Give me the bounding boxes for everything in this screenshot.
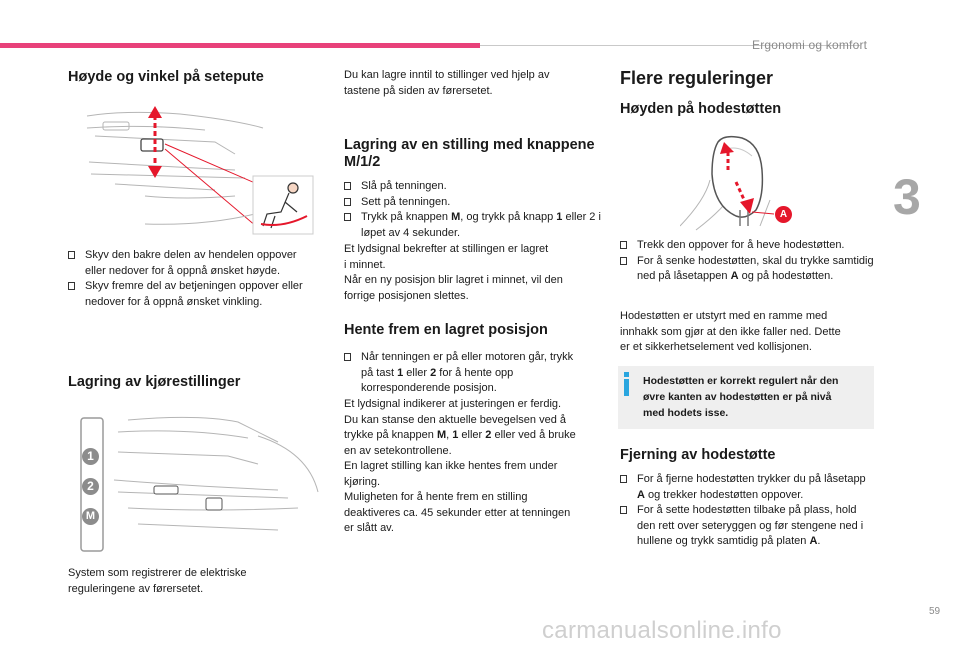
- memory-intro: Du kan lagre inntil to stillinger ved hj…: [344, 69, 550, 97]
- list-item: For å sette hodestøtten tilbake på plass…: [620, 503, 876, 550]
- tip-box: Hodestøtten er korrekt regulert når den …: [618, 366, 874, 429]
- seat-angle-arrow-icon: [260, 215, 308, 226]
- seat-lever-icon: [140, 138, 164, 152]
- headrest-illustration: [680, 135, 775, 231]
- list-item: Trykk på knappen M, og trykk på knapp 1 …: [344, 210, 602, 241]
- list-item: For å senke hodestøtten, skal du trykke …: [620, 254, 876, 285]
- heading-recall-position: Hente frem en lagret posisjon: [344, 322, 548, 338]
- tip-text: Hodestøtten er korrekt regulert når den …: [643, 375, 839, 419]
- list-item: For å fjerne hodestøtten trykker du på l…: [620, 472, 876, 503]
- recall-position-steps: Når tenningen er på eller motoren går, t…: [344, 350, 574, 397]
- list-item: Slå på tenningen.: [344, 179, 602, 195]
- heading-remove-headrest: Fjerning av hodestøtte: [620, 447, 776, 463]
- list-item: Skyv den bakre delen av hendelen oppover…: [68, 248, 320, 279]
- header-accent-bar: [0, 43, 480, 48]
- headrest-height-steps: Trekk den oppover for å heve hodestøtten…: [620, 238, 876, 285]
- remove-headrest-steps: For å fjerne hodestøtten trykker du på l…: [620, 472, 876, 550]
- memory-caption: System som registrerer de elektriske reg…: [68, 567, 247, 595]
- header-rule: [480, 45, 860, 46]
- seat-cushion-illustration: [86, 106, 314, 235]
- section-title: Ergonomi og komfort: [752, 38, 868, 52]
- heading-headrest-height: Høyden på hodestøtten: [620, 101, 782, 117]
- watermark: carmanualsonline.info: [542, 617, 782, 644]
- list-item: Når tenningen er på eller motoren går, t…: [344, 350, 574, 397]
- heading-store-position: Lagring av en stilling med knappene M/1/…: [344, 137, 595, 171]
- memory-button-2: 2: [82, 478, 99, 495]
- memory-seat-illustration: [80, 416, 319, 552]
- list-item: Trekk den oppover for å heve hodestøtten…: [620, 238, 876, 254]
- memory-button-m: M: [82, 508, 99, 525]
- heading-memory-positions: Lagring av kjørestillinger: [68, 374, 241, 390]
- info-icon: [624, 372, 629, 396]
- recall-position-notes: Et lydsignal indikerer at justeringen er…: [344, 398, 576, 534]
- heading-seat-height: Høyde og vinkel på setepute: [68, 69, 264, 85]
- label-a-badge: A: [775, 206, 792, 223]
- list-item: Sett på tenningen.: [344, 195, 602, 211]
- list-item: Skyv fremre del av betjeningen oppover e…: [68, 279, 320, 310]
- chapter-number: 3: [893, 169, 921, 225]
- store-position-notes: Et lydsignal bekrefter at stillingen er …: [344, 243, 563, 302]
- store-position-steps: Slå på tenningen. Sett på tenningen. Try…: [344, 179, 602, 241]
- memory-button-1: 1: [82, 448, 99, 465]
- seat-height-instructions: Skyv den bakre delen av hendelen oppover…: [68, 248, 320, 310]
- page-number: 59: [929, 606, 941, 617]
- page-title: Flere reguleringer: [620, 68, 774, 88]
- headrest-safety-note: Hodestøtten er utstyrt med en ramme med …: [620, 310, 841, 353]
